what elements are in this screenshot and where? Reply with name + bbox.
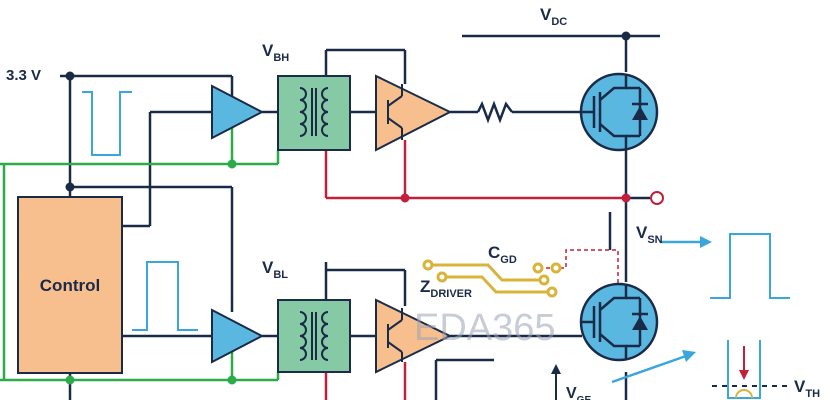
- zdriver-label: ZDRIVER: [420, 277, 472, 300]
- vdc-label: VDC: [540, 5, 567, 28]
- low-side-transformer-isolator-icon: [277, 299, 351, 373]
- output-terminal: [650, 191, 664, 205]
- low-side-buffer-icon: [211, 308, 265, 364]
- vsn-arrow-icon: [660, 236, 712, 248]
- vge-partial-label: VGE: [566, 385, 591, 400]
- ground-wires: [0, 128, 280, 382]
- cgd-dashed-path: [546, 249, 619, 300]
- pcb-trace-icon: [422, 259, 562, 298]
- low-side-pulse-waveform-icon: [132, 261, 198, 331]
- dark-wires: [60, 34, 660, 400]
- watermark: EDA365: [414, 307, 556, 349]
- threshold-marker-icon: [712, 346, 790, 399]
- supply-label: 3.3 V: [6, 67, 41, 84]
- gate-resistor-icon: [476, 100, 513, 124]
- control-label: Control: [40, 276, 100, 295]
- vsn-pulse-waveform-icon: [710, 233, 790, 299]
- vge-arrow-icon: [551, 364, 561, 400]
- vth-arrow-icon: [611, 350, 696, 384]
- low-side-igbt-icon: [579, 282, 659, 362]
- vth-label: VTH: [794, 377, 820, 400]
- junction-dots: [65, 31, 631, 385]
- high-side-igbt-icon: [579, 72, 659, 152]
- low-side-gate-driver-icon: [375, 298, 453, 374]
- high-side-pulse-waveform-icon: [82, 91, 132, 156]
- cgd-label: CGD: [488, 243, 517, 266]
- high-side-buffer-icon: [211, 84, 265, 140]
- control-block: [17, 196, 123, 374]
- return-wires: [324, 140, 626, 400]
- vbh-label: VBH: [262, 41, 289, 64]
- high-side-gate-driver-icon: [375, 74, 453, 152]
- vsn-label: VSN: [636, 223, 663, 246]
- vbl-label: VBL: [262, 258, 288, 281]
- high-side-transformer-isolator-icon: [277, 75, 351, 151]
- vth-pulse-waveform-icon: [727, 340, 761, 399]
